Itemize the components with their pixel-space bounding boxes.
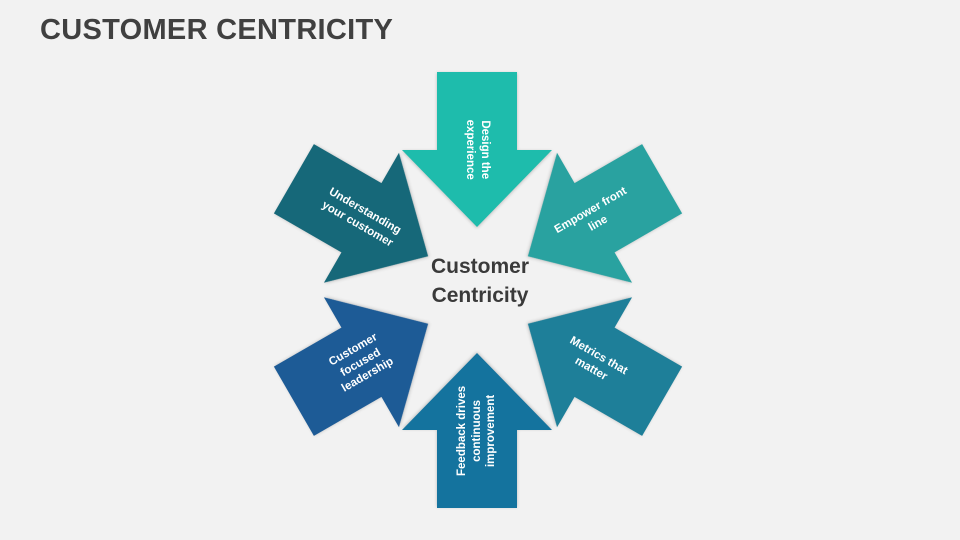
page-title: CUSTOMER CENTRICITY xyxy=(40,14,394,46)
down-left-arrow-shape xyxy=(527,144,683,283)
arrow-understanding-your-customer: Understanding your customer xyxy=(256,114,465,321)
arrow-design-the-experience: Design the experience xyxy=(402,72,552,227)
diagram-center-label: Customer Centricity xyxy=(430,255,530,307)
up-arrow-shape xyxy=(402,353,552,508)
up-right-arrow-shape xyxy=(273,297,429,436)
arrow-metrics-that-matter: Metrics that matter xyxy=(490,259,699,466)
arrow-feedback-drives-continuous-improvement: Feedback drives continuous improvement xyxy=(402,353,552,508)
down-right-arrow-shape xyxy=(273,144,429,283)
arrow-empower-front-line: Empower front line xyxy=(490,114,699,321)
up-left-arrow-shape xyxy=(527,297,683,436)
down-arrow-shape xyxy=(402,72,552,227)
arrow-customer-focused-leadership: Customer focused leadership xyxy=(256,259,465,466)
